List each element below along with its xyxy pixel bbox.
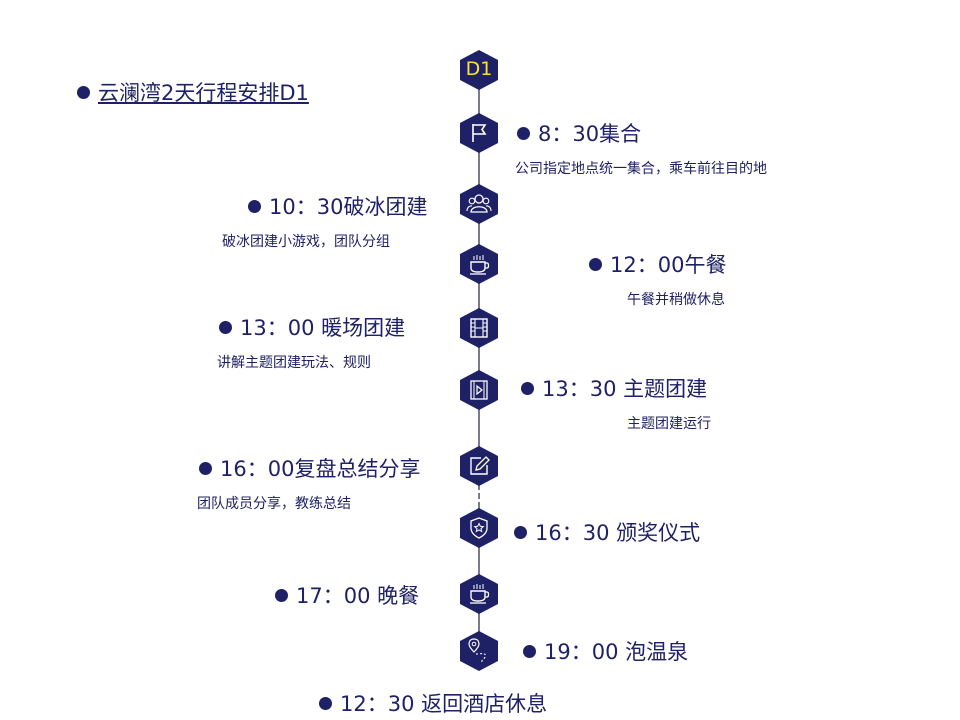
bullet-dot (514, 525, 527, 539)
timeline-item-title: 10：30破冰团建 (248, 191, 427, 221)
day-badge-label: D1 (465, 58, 493, 80)
timeline-item-desc: 主题团建运行 (627, 416, 711, 432)
timeline-item-desc: 讲解主题团建玩法、规则 (217, 355, 371, 371)
timeline-item-title: 17：00 晚餐 (275, 580, 419, 610)
timeline-item-title: 19：00 泡温泉 (523, 636, 688, 666)
timeline-item-title: 16：00复盘总结分享 (199, 453, 420, 483)
day-badge: D1 (459, 49, 499, 91)
bullet-dot (275, 588, 288, 602)
bullet-dot (319, 696, 332, 710)
timeline-item-title: 13：00 暖场团建 (219, 312, 405, 342)
timeline-item-title: 8：30集合 (517, 118, 641, 148)
map-route-icon (459, 630, 499, 672)
bullet-dot (589, 257, 602, 271)
award-badge-icon (459, 507, 499, 549)
timeline-item-desc: 团队成员分享，教练总结 (197, 496, 351, 512)
timeline-item-title: 13：30 主题团建 (521, 373, 707, 403)
timeline-item-title: 16：30 颁奖仪式 (514, 517, 700, 547)
page-title: 云澜湾2天行程安排D1 (77, 77, 309, 107)
flag-icon (459, 112, 499, 154)
bullet-dot (517, 126, 530, 140)
edit-icon (459, 445, 499, 487)
bullet-dot (219, 320, 232, 334)
film-icon (459, 307, 499, 349)
coffee-cup-icon (459, 573, 499, 615)
timeline-item-desc: 午餐并稍做休息 (627, 292, 725, 308)
timeline-item-title: 12：30 返回酒店休息 (319, 688, 547, 718)
coffee-cup-icon (459, 243, 499, 285)
timeline-line (478, 88, 480, 648)
timeline-item-title: 12：00午餐 (589, 249, 726, 279)
timeline-item-desc: 公司指定地点统一集合，乘车前往目的地 (515, 161, 767, 177)
bullet-dot (199, 461, 212, 475)
bullet-dot (77, 85, 90, 99)
timeline-dashed-segment (478, 484, 480, 508)
bullet-dot (521, 381, 534, 395)
group-icon (459, 183, 499, 225)
timeline-item-desc: 破冰团建小游戏，团队分组 (222, 234, 390, 250)
play-video-icon (459, 369, 499, 411)
bullet-dot (248, 199, 261, 213)
bullet-dot (523, 644, 536, 658)
